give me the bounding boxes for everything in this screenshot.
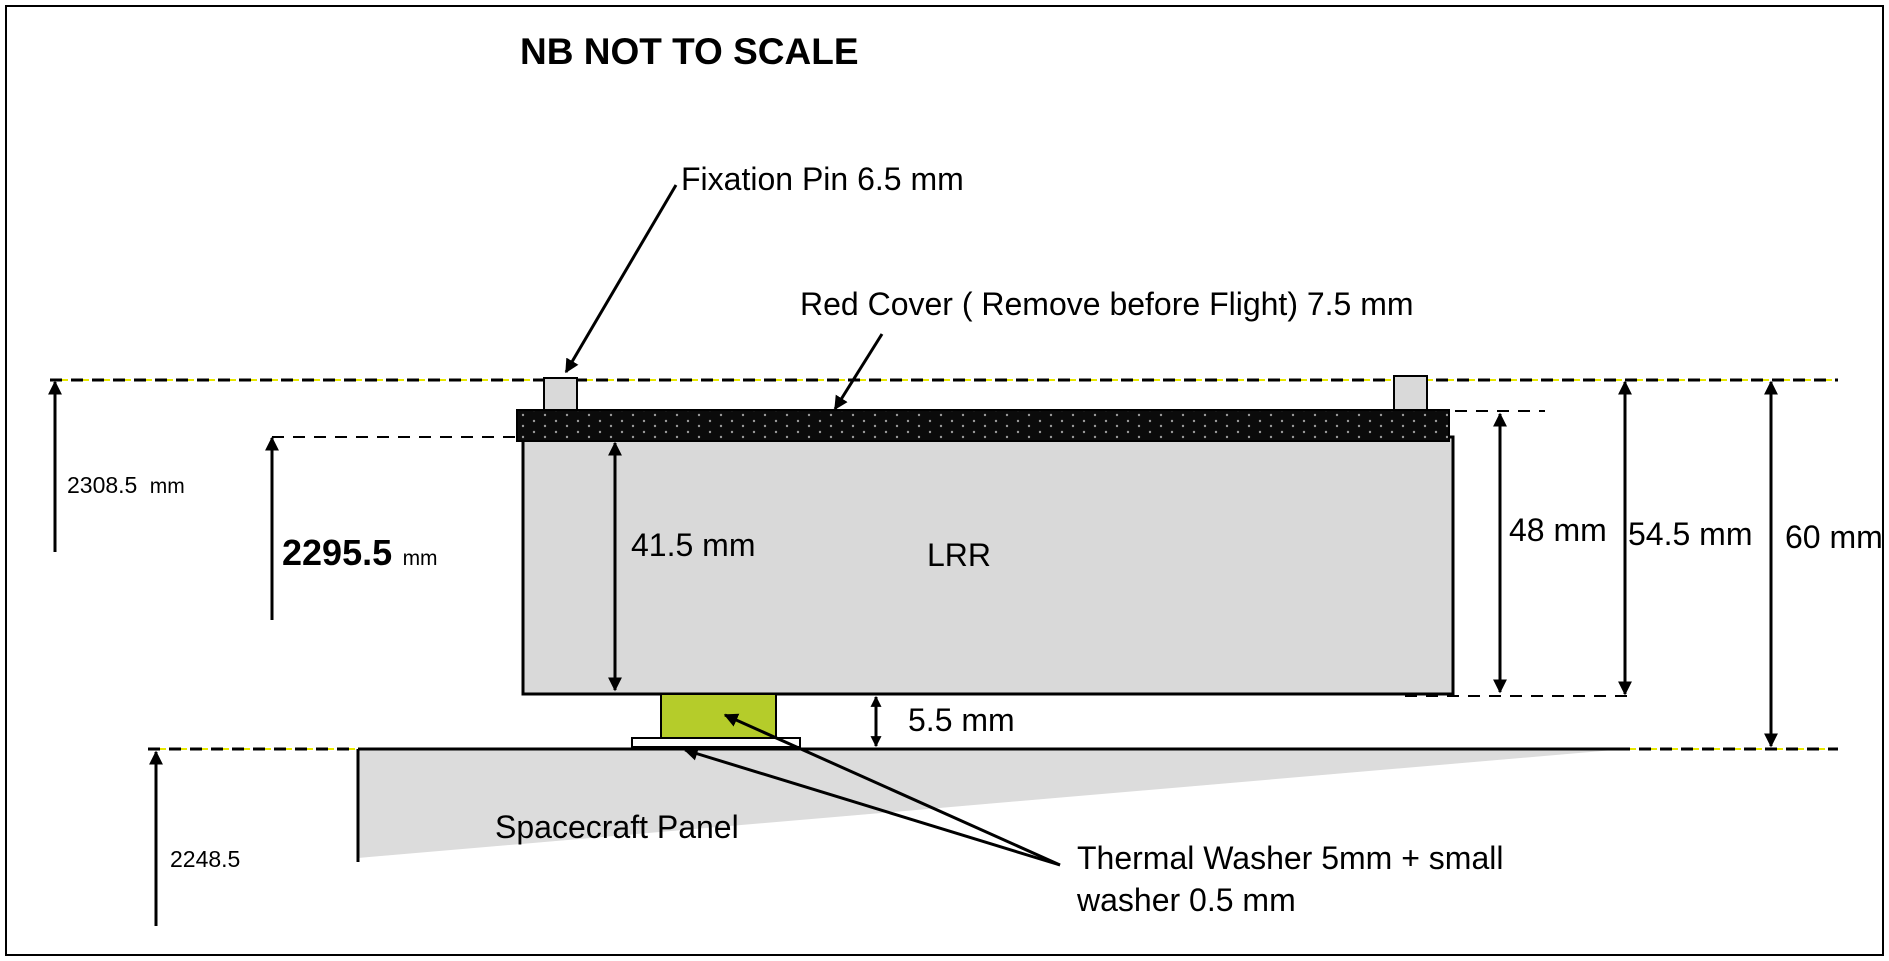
fixation-pin-right [1393, 375, 1428, 413]
lrr-body [521, 435, 1455, 696]
red-cover-label: Red Cover ( Remove before Flight) 7.5 mm [800, 286, 1414, 322]
level-top-value: 2308.5 [67, 472, 137, 498]
spacecraft-panel [358, 749, 1625, 858]
dim-48-label: 48 mm [1509, 512, 1607, 548]
dim-60-label: 60 mm [1785, 519, 1883, 555]
level-bottom-label: 2248.5 [170, 846, 240, 872]
fixation-pin-leader [564, 184, 678, 374]
level-mid-label: 2295.5 mm [282, 532, 438, 573]
level-mid-value: 2295.5 [282, 532, 392, 573]
level-top-unit: mm [150, 475, 185, 498]
level-top-label: 2308.5 mm [67, 472, 185, 498]
small-washer [631, 737, 801, 748]
spacecraft-panel-label: Spacecraft Panel [495, 809, 739, 845]
fixation-pin-left [543, 377, 578, 413]
dim-5-5-label: 5.5 mm [908, 702, 1015, 738]
diagram-title: NB NOT TO SCALE [520, 31, 859, 72]
lrr-label: LRR [927, 537, 991, 573]
thermal-washer-leader-2 [683, 747, 1061, 867]
thermal-washer-label-line2: washer 0.5 mm [1076, 882, 1296, 918]
thermal-washer-label-line1: Thermal Washer 5mm + small [1077, 840, 1503, 876]
red-cover [516, 409, 1450, 442]
level-mid-unit: mm [403, 547, 438, 570]
red-cover-leader [833, 333, 884, 411]
dim-54-5-label: 54.5 mm [1628, 516, 1752, 552]
thermal-washer-leader-1 [723, 713, 1061, 867]
dim-41-5-label: 41.5 mm [631, 527, 755, 563]
fixation-pin-label: Fixation Pin 6.5 mm [681, 161, 964, 197]
